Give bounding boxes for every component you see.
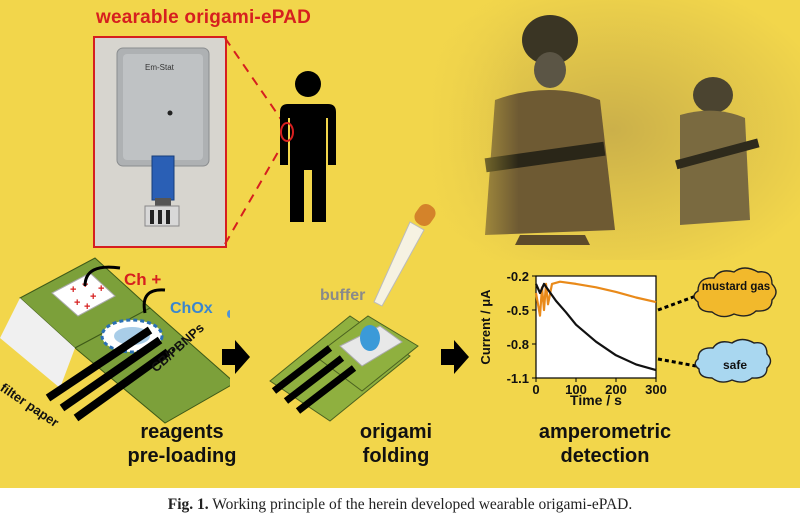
x-tick-label: 300: [645, 382, 667, 397]
step3-line2: detection: [560, 445, 650, 467]
svg-text:+: +: [98, 283, 104, 295]
safe-connector: [657, 357, 697, 368]
svg-text:+: +: [74, 297, 80, 309]
step1-paper: +++ +++: [0, 257, 230, 424]
step2-title: origami folding: [326, 420, 466, 468]
safe-text: safe: [722, 358, 748, 372]
device-illustration: Em-Stat: [116, 47, 210, 227]
step1-line2: pre-loading: [127, 445, 237, 467]
step2-paper: [269, 203, 436, 422]
device-brand: Em-Stat: [145, 63, 175, 72]
step1-line1: reagents: [140, 421, 224, 443]
x-tick-label: 100: [565, 382, 587, 397]
step2-line1: origami: [359, 421, 433, 443]
ch-label: Ch +: [124, 270, 162, 289]
step3-title: amperometric detection: [520, 420, 690, 468]
dropper-icon: [373, 203, 436, 307]
person-link: [224, 37, 336, 245]
mustard-bubble: [693, 267, 777, 318]
svg-text:+: +: [90, 291, 96, 303]
y-tick-label: -1.1: [507, 371, 529, 386]
step3-line1: amperometric: [538, 421, 672, 443]
svg-text:+: +: [70, 284, 76, 296]
x-tick-label: 200: [605, 382, 627, 397]
wrist-marker: [280, 122, 294, 142]
chox-label: ChOx: [170, 300, 213, 317]
mustard-gas-text: mustard gas: [701, 281, 771, 293]
y-tick-label: -0.8: [507, 337, 529, 352]
safe-bubble: [694, 338, 772, 383]
svg-text:+: +: [84, 301, 90, 313]
buffer-label: buffer: [320, 287, 366, 304]
step2-line2: folding: [362, 445, 430, 467]
step1-title: reagents pre-loading: [112, 420, 252, 468]
figure-panel: wearable origami-ePAD Em-Stat +++ +++: [0, 0, 800, 488]
soldiers-photo: [425, 0, 800, 260]
x-axis-label: Time / s: [570, 392, 622, 408]
y-tick-label: -0.2: [507, 269, 529, 284]
arrow-right-icon: [222, 340, 250, 374]
plot-area: [535, 275, 657, 379]
x-tick-label: 0: [532, 382, 539, 397]
person-icon: [280, 71, 336, 222]
figure-caption: Fig. 1. Working principle of the herein …: [0, 496, 800, 514]
y-tick-label: -0.5: [507, 303, 529, 318]
device-title: wearable origami-ePAD: [96, 7, 312, 28]
caption-prefix: Fig. 1.: [167, 496, 209, 513]
y-axis-label: Current / μA: [478, 289, 493, 365]
amperometric-chart: -0.2 -0.5 -0.8 -1.1 0 100 200 300 Current / μA…: [478, 267, 777, 408]
arrow-right-icon: [441, 340, 469, 374]
mustard-connector: [657, 294, 697, 312]
caption-text: Working principle of the herein develope…: [208, 496, 633, 513]
series-line-2: [534, 282, 657, 372]
